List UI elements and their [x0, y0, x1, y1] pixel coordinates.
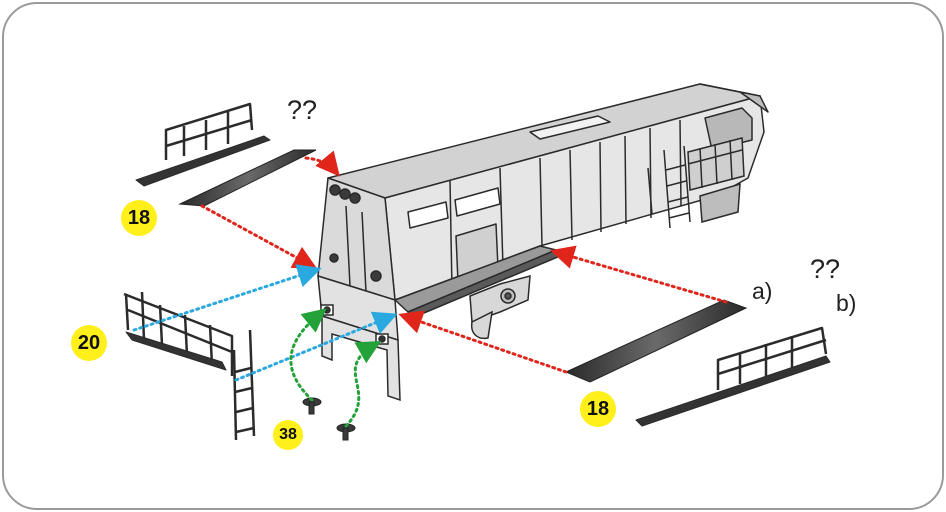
part-badge-38: 38	[273, 420, 303, 450]
part-badge-18-top: 18	[121, 200, 157, 236]
arrows	[132, 150, 728, 428]
screw-parts	[302, 397, 356, 441]
option-b-label: b)	[836, 290, 857, 316]
railing-b	[635, 326, 831, 427]
bogie	[469, 275, 531, 340]
walkway-top-left	[178, 149, 317, 207]
railing-top-left	[135, 102, 271, 187]
question-label-top: ??	[287, 95, 318, 125]
railing-front-left	[123, 291, 256, 441]
option-a-label: a)	[752, 278, 773, 304]
part-badge-20: 20	[71, 325, 107, 361]
walkway-a	[564, 299, 748, 383]
part-badge-18-bottom: 18	[580, 391, 616, 427]
question-label-right: ??	[810, 254, 841, 284]
locomotive-body	[317, 83, 769, 319]
rear-railing-installed	[647, 137, 745, 229]
